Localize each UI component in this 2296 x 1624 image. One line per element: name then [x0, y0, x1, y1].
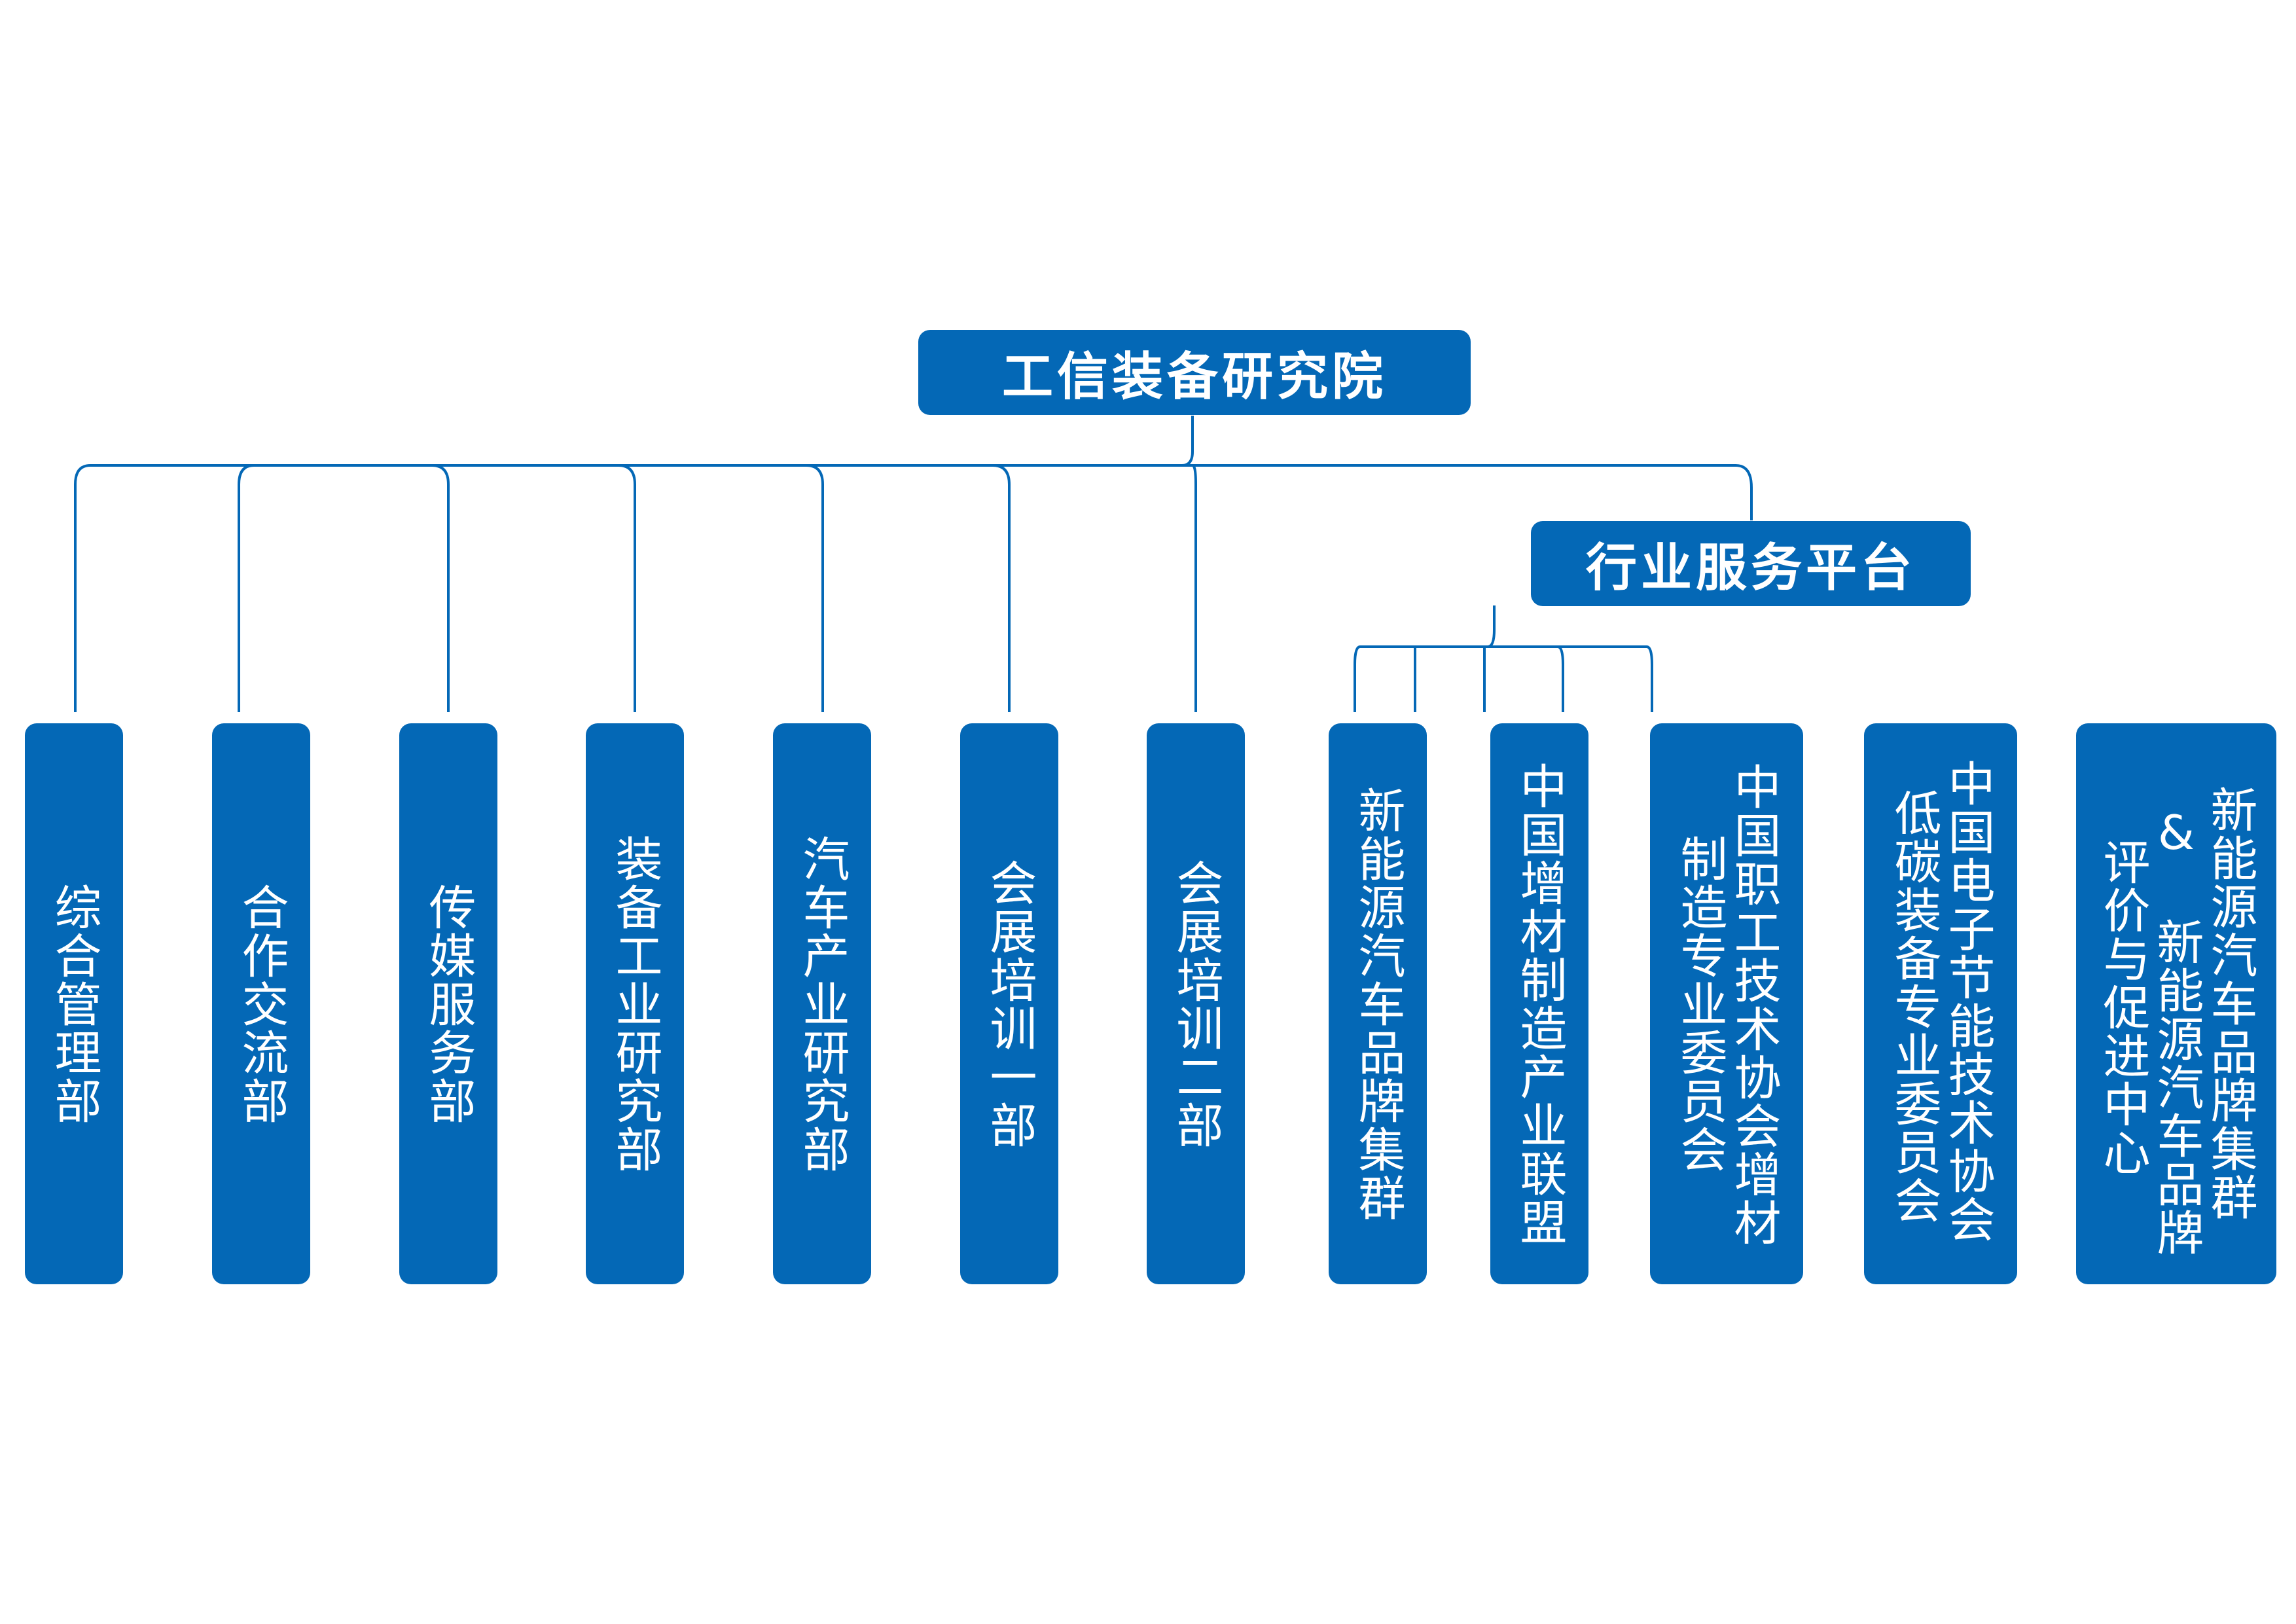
connector-platform-stem: [1487, 605, 1496, 648]
platform-unit-label-line2: 制造专业委员会: [1672, 835, 1727, 1174]
connector-dept-5: [806, 464, 824, 712]
platform-unit-box[interactable]: 中国增材制造产业联盟: [1490, 723, 1588, 1284]
department-label: 综合管理部: [46, 882, 101, 1125]
platform-node[interactable]: 行业服务平台: [1531, 521, 1971, 606]
platform-label: 行业服务平台: [1585, 539, 1916, 598]
platform-unit-label-line1: 中国电子节能技术协会: [1940, 759, 1995, 1244]
root-label: 工信装备研究院: [1001, 348, 1387, 406]
platform-unit-box[interactable]: 新能源汽车品牌集群 & 新能源汽车品牌 评价与促进中心: [2076, 723, 2276, 1284]
department-label: 合作交流部: [234, 882, 289, 1125]
department-box[interactable]: 会展培训二部: [1147, 723, 1245, 1284]
platform-unit-label-line1: 新能源汽车品牌集群: [2202, 785, 2257, 1221]
platform-unit-label-line2: 低碳装备专业委员会: [1886, 789, 1941, 1225]
department-label: 传媒服务部: [421, 882, 476, 1125]
connector-platform-drop: [1735, 464, 1753, 520]
connector-dept-3: [431, 464, 450, 712]
connector-dept-6: [992, 464, 1011, 712]
connector-unit-4: [1557, 645, 1564, 712]
department-label: 会展培训一部: [982, 858, 1037, 1149]
platform-unit-label: 中国增材制造产业联盟: [1512, 761, 1567, 1246]
department-label: 会展培训二部: [1168, 858, 1223, 1149]
connector-unit-5: [1646, 645, 1653, 712]
department-box[interactable]: 综合管理部: [25, 723, 123, 1284]
department-box[interactable]: 装备工业研究部: [586, 723, 684, 1284]
connector-dept-1: [74, 464, 91, 712]
department-label: 汽车产业研究部: [795, 834, 850, 1174]
department-box[interactable]: 汽车产业研究部: [773, 723, 871, 1284]
connector-dept-7: [1192, 464, 1197, 712]
platform-unit-box[interactable]: 中国电子节能技术协会 低碳装备专业委员会: [1864, 723, 2017, 1284]
platform-unit-box[interactable]: 中国职工技术协会增材 制造专业委员会: [1650, 723, 1803, 1284]
connector-root-stem: [1181, 416, 1194, 467]
platform-unit-label: 新能源汽车品牌集群: [1350, 785, 1405, 1222]
connector-unit-1: [1354, 645, 1361, 712]
connector-dept-4: [618, 464, 636, 712]
connector-dept-2: [238, 464, 255, 712]
department-label: 装备工业研究部: [607, 834, 662, 1174]
platform-unit-box[interactable]: 新能源汽车品牌集群: [1329, 723, 1427, 1284]
department-box[interactable]: 会展培训一部: [960, 723, 1058, 1284]
department-box[interactable]: 传媒服务部: [399, 723, 497, 1284]
root-node[interactable]: 工信装备研究院: [918, 330, 1471, 415]
platform-unit-label-line3: 评价与促进中心: [2095, 838, 2150, 1177]
department-box[interactable]: 合作交流部: [212, 723, 310, 1284]
platform-unit-label-line1: 中国职工技术协会增材: [1726, 763, 1781, 1247]
platform-unit-label-line2: & 新能源汽车品牌: [2149, 805, 2204, 1257]
